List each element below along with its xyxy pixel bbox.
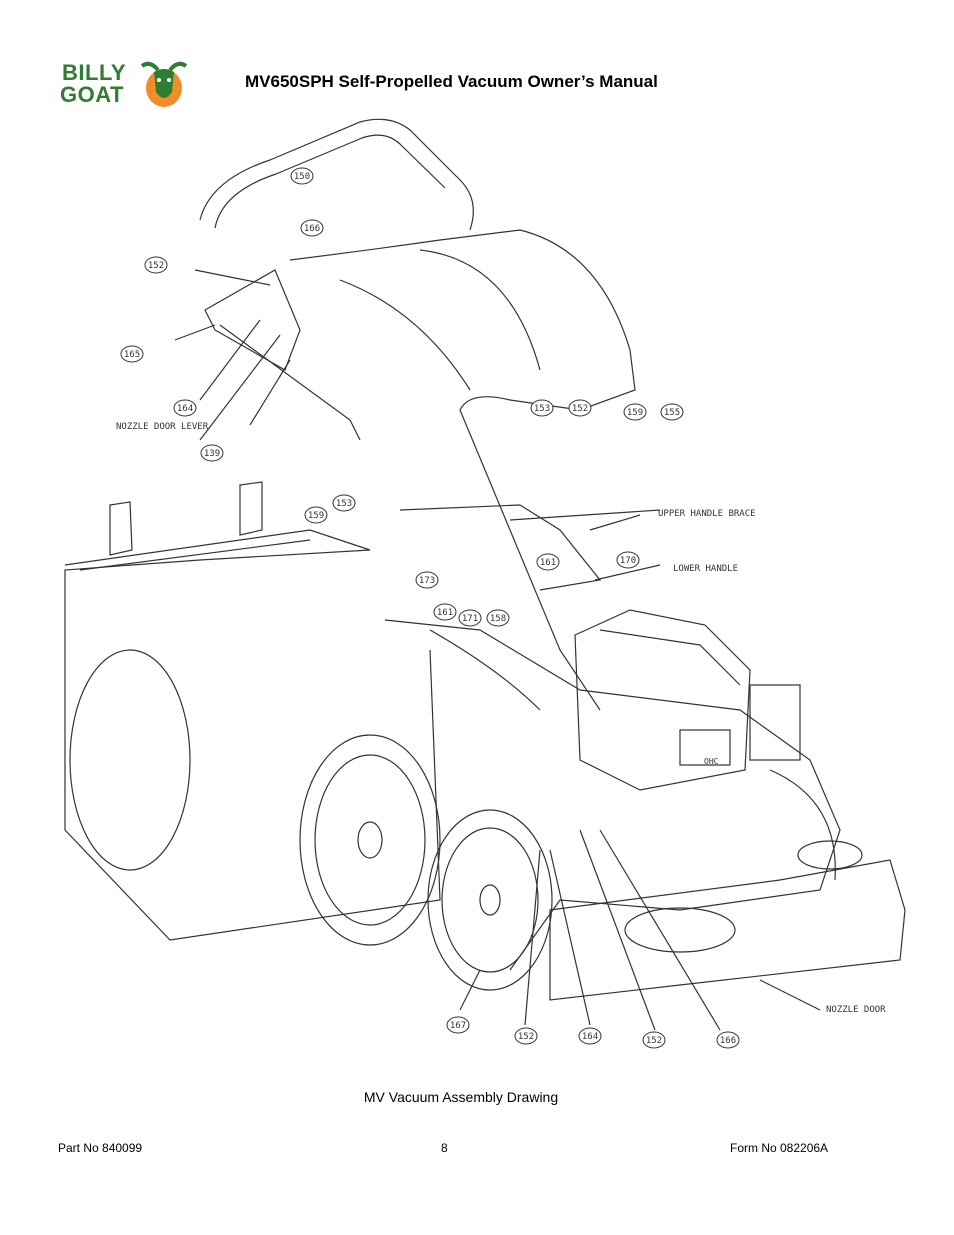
callout-152: 152: [144, 256, 168, 274]
page-title: MV650SPH Self-Propelled Vacuum Owner’s M…: [245, 72, 658, 91]
svg-text:171: 171: [462, 614, 478, 624]
svg-text:152: 152: [518, 1032, 534, 1042]
footer-page-number: 8: [441, 1141, 448, 1155]
svg-text:159: 159: [627, 408, 643, 418]
svg-text:152: 152: [148, 261, 164, 271]
svg-text:166: 166: [720, 1036, 736, 1046]
footer-part-number: Part No 840099: [58, 1141, 143, 1155]
callout-171: 171: [458, 609, 482, 627]
svg-text:165: 165: [124, 350, 140, 360]
logo-word-goat: GOAT: [60, 82, 124, 107]
callout-167: 167: [446, 1016, 470, 1034]
assembly-drawing: 150 166 152 165 164 139 153 152 159 155 …: [64, 118, 906, 1049]
callout-166: 166: [300, 219, 324, 237]
callout-173: 173: [415, 571, 439, 589]
vacuum-housing: [289, 229, 636, 711]
svg-text:166: 166: [304, 224, 320, 234]
goat-head-icon: [140, 61, 188, 107]
label-nozzle-door: NOZZLE DOOR: [826, 1005, 886, 1015]
label-lower-handle: LOWER HANDLE: [673, 564, 738, 574]
callout-159: 159: [623, 403, 647, 421]
label-nozzle-door-lever: NOZZLE DOOR LEVER: [116, 422, 209, 432]
svg-text:167: 167: [450, 1021, 466, 1031]
svg-text:173: 173: [419, 576, 435, 586]
svg-text:152: 152: [572, 404, 588, 414]
front-wheel: [427, 809, 553, 991]
debris-bag: [64, 529, 441, 941]
callout-152d: 152: [642, 1031, 666, 1049]
callout-164b: 164: [578, 1027, 602, 1045]
callout-158: 158: [486, 609, 510, 627]
svg-text:164: 164: [177, 404, 193, 414]
callout-164: 164: [173, 399, 197, 417]
callout-166b: 166: [716, 1031, 740, 1049]
svg-text:161: 161: [540, 558, 556, 568]
engine: [574, 609, 751, 791]
nozzle-door-part: [549, 859, 906, 1001]
svg-text:152: 152: [646, 1036, 662, 1046]
upper-handle: [199, 118, 474, 231]
callout-139: 139: [200, 444, 224, 462]
callout-153b: 153: [332, 494, 356, 512]
rear-wheel: [299, 734, 441, 946]
svg-text:155: 155: [664, 408, 680, 418]
svg-text:158: 158: [490, 614, 506, 624]
svg-text:153: 153: [336, 499, 352, 509]
svg-text:153: 153: [534, 404, 550, 414]
figure-caption: MV Vacuum Assembly Drawing: [363, 1089, 559, 1105]
billy-goat-logo: BILLY GOAT: [58, 58, 188, 110]
callout-161b: 161: [536, 553, 560, 571]
footer-form-number: Form No 082206A: [730, 1141, 829, 1155]
mower-deck: [384, 619, 841, 971]
svg-text:161: 161: [437, 608, 453, 618]
label-upper-handle-brace: UPPER HANDLE BRACE: [658, 509, 756, 519]
callout-161: 161: [433, 603, 457, 621]
logo-word-billy: BILLY: [62, 60, 127, 85]
callout-165: 165: [120, 345, 144, 363]
svg-text:164: 164: [582, 1032, 598, 1042]
callout-159b: 159: [304, 506, 328, 524]
svg-text:139: 139: [204, 449, 220, 459]
callout-170: 170: [616, 551, 640, 569]
callout-155: 155: [660, 403, 684, 421]
svg-text:159: 159: [308, 511, 324, 521]
engine-badge: OHC: [704, 757, 719, 766]
callout-152c: 152: [514, 1027, 538, 1045]
callout-153: 153: [530, 399, 554, 417]
nozzle-lever-assembly: [204, 269, 301, 371]
svg-text:170: 170: [620, 556, 636, 566]
svg-text:150: 150: [294, 172, 310, 182]
callout-150: 150: [290, 167, 314, 185]
callout-152b: 152: [568, 399, 592, 417]
